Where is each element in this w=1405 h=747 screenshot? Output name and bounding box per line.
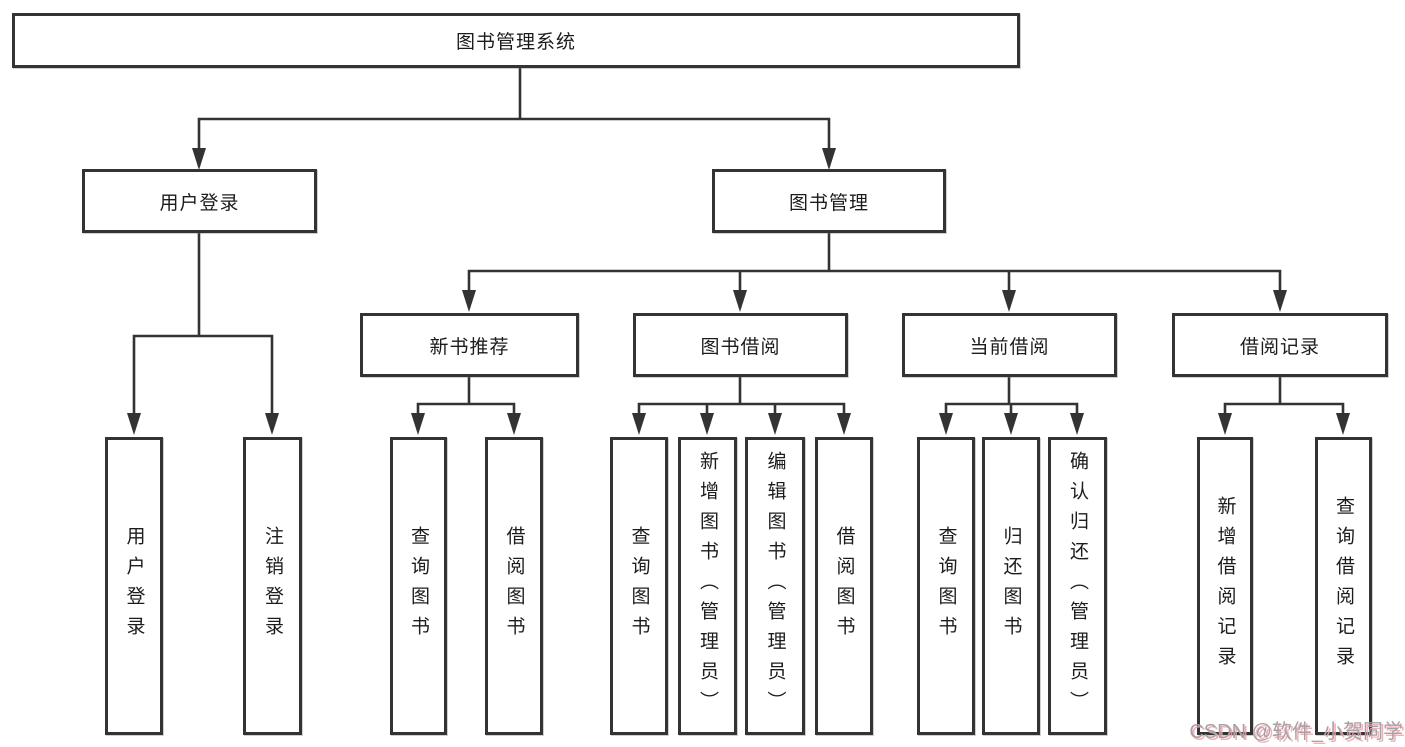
leaf-borrow-book-2: 借阅图书 [815, 437, 873, 735]
node-book-management-label: 图书管理 [788, 192, 869, 214]
node-root: 图书管理系统 [12, 13, 1020, 68]
leaf-user-login-label: 用户登录 [123, 526, 145, 646]
leaf-add-book-admin-label: 新增图书（管理员） [697, 451, 718, 721]
node-new-book-recommend-label: 新书推荐 [429, 336, 510, 358]
csdn-watermark: CSDN @软件_小贺同学 [1189, 721, 1403, 743]
leaf-query-borrow-record-label: 查询借阅记录 [1333, 496, 1354, 676]
leaf-query-book-1-label: 查询图书 [408, 526, 429, 646]
leaf-query-book-3-label: 查询图书 [935, 526, 957, 646]
node-new-book-recommend: 新书推荐 [360, 313, 579, 377]
leaf-user-login: 用户登录 [105, 437, 163, 735]
leaf-confirm-return-admin: 确认归还（管理员） [1048, 437, 1107, 735]
node-book-borrow: 图书借阅 [633, 313, 848, 377]
leaf-add-borrow-record: 新增借阅记录 [1197, 437, 1253, 735]
node-user-login-label: 用户登录 [159, 192, 240, 214]
leaf-edit-book-admin: 编辑图书（管理员） [745, 437, 805, 735]
node-borrow-record-label: 借阅记录 [1239, 336, 1320, 358]
leaf-query-book-1: 查询图书 [390, 437, 447, 735]
leaf-add-borrow-record-label: 新增借阅记录 [1214, 496, 1236, 676]
leaf-borrow-book-2-label: 借阅图书 [833, 526, 855, 646]
node-book-borrow-label: 图书借阅 [700, 336, 781, 358]
leaf-query-book-2-label: 查询图书 [628, 526, 650, 646]
node-borrow-record: 借阅记录 [1172, 313, 1388, 377]
leaf-query-borrow-record: 查询借阅记录 [1315, 437, 1372, 735]
leaf-return-book: 归还图书 [982, 437, 1040, 735]
leaf-edit-book-admin-label: 编辑图书（管理员） [764, 451, 786, 721]
node-root-label: 图书管理系统 [455, 32, 576, 53]
node-current-borrow-label: 当前借阅 [969, 336, 1050, 358]
leaf-confirm-return-admin-label: 确认归还（管理员） [1067, 451, 1088, 721]
node-current-borrow: 当前借阅 [902, 313, 1117, 377]
leaf-add-book-admin: 新增图书（管理员） [678, 437, 737, 735]
leaf-return-book-label: 归还图书 [1000, 526, 1022, 646]
leaf-logout: 注销登录 [243, 437, 302, 735]
leaf-query-book-2: 查询图书 [610, 437, 668, 735]
leaf-borrow-book-1: 借阅图书 [485, 437, 543, 735]
leaf-query-book-3: 查询图书 [917, 437, 975, 735]
leaf-borrow-book-1-label: 借阅图书 [503, 526, 525, 646]
leaf-logout-label: 注销登录 [262, 526, 283, 646]
node-book-management: 图书管理 [712, 169, 946, 233]
node-user-login: 用户登录 [82, 169, 317, 233]
